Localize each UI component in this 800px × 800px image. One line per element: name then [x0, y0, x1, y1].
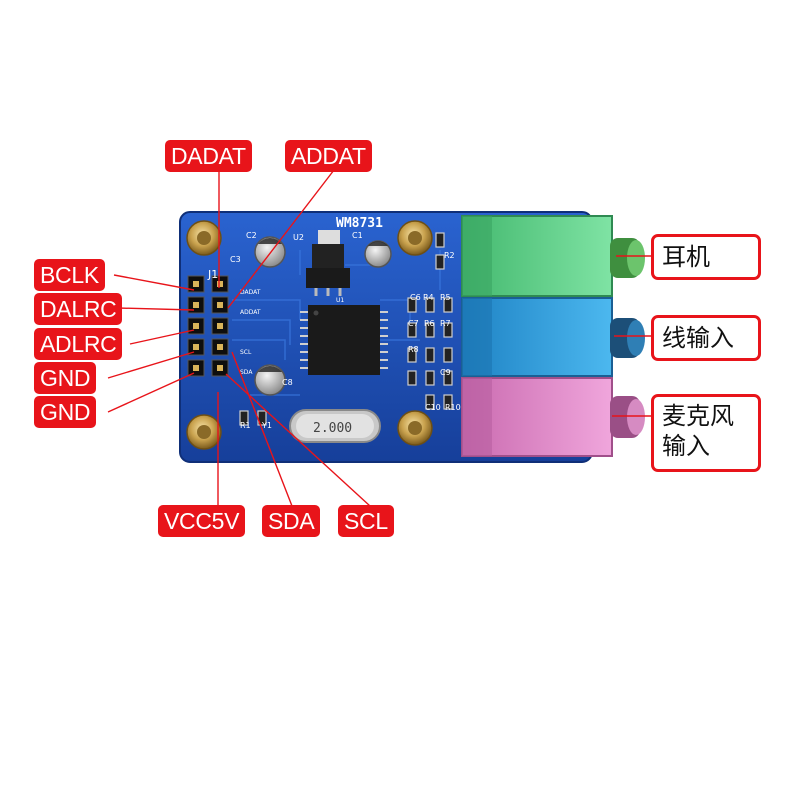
smd-part: [239, 410, 249, 426]
silk-label: R7: [440, 319, 451, 328]
label-bclk: BCLK: [34, 259, 105, 291]
headphone-jack: [461, 215, 645, 297]
header-pin-tip: [217, 323, 223, 329]
silk-label: R6: [424, 319, 435, 328]
silk-label: C2: [246, 231, 257, 240]
header-label: J1: [207, 268, 218, 281]
smd-part: [435, 232, 445, 248]
smd-part: [407, 297, 417, 313]
codec-chip: [300, 305, 388, 375]
label-adlrc: ADLRC: [34, 328, 123, 360]
mounting-standoffs: [186, 220, 433, 450]
label-dadat: DADAT: [165, 140, 252, 172]
smd-part: [407, 370, 417, 386]
silk-label: C7: [408, 319, 419, 328]
label-dalrc: DALRC: [34, 293, 123, 325]
label-addat: ADDAT: [285, 140, 372, 172]
label-line-in: 线输入: [651, 315, 761, 361]
pin-header: [187, 275, 229, 377]
chip-name-label: WM8731: [336, 216, 383, 231]
smd-part: [425, 370, 435, 386]
silk-label: C3: [230, 255, 241, 264]
header-pin-tip: [217, 365, 223, 371]
label-sda: SDA: [262, 505, 321, 537]
silk-label: C8: [282, 378, 293, 387]
silk-label: U2: [293, 233, 304, 242]
silk-label: R1: [240, 421, 251, 430]
header-pin-tip: [193, 365, 199, 371]
silk-label: C10: [425, 403, 441, 412]
smd-part: [443, 394, 453, 410]
silk-label: R10: [445, 403, 461, 412]
label-scl: SCL: [338, 505, 394, 537]
silk-label: U1: [336, 297, 344, 304]
label-mic-line-2: 输入: [662, 432, 710, 460]
label-mic-line-1: 麦克风: [662, 402, 734, 430]
silk-label: R5: [440, 293, 451, 302]
silk-label: Y1: [261, 421, 272, 430]
silk-label: C6: [410, 293, 421, 302]
silk-label: SCL: [240, 349, 252, 356]
smd-part: [407, 347, 417, 363]
mic-jack: [461, 377, 645, 457]
header-pin-tip: [217, 281, 223, 287]
label-mic: 麦克风 输入: [651, 394, 761, 472]
label-headphone: 耳机: [651, 234, 761, 280]
smd-part: [443, 347, 453, 363]
crystal-label: 2.000: [313, 421, 352, 436]
silk-label: R4: [423, 293, 434, 302]
silk-label: R8: [408, 345, 419, 354]
label-gnd-1: GND: [34, 362, 97, 394]
header-pin-tip: [193, 281, 199, 287]
label-vcc5v: VCC5V: [158, 505, 246, 537]
silk-label: DADAT: [240, 289, 261, 296]
header-pin-tip: [217, 344, 223, 350]
silk-label: C9: [440, 368, 451, 377]
voltage-regulator: [306, 230, 350, 296]
header-pin-tip: [193, 344, 199, 350]
smd-part: [425, 347, 435, 363]
smd-part: [443, 297, 453, 313]
line-in-jack: [461, 297, 645, 377]
smd-part: [425, 394, 435, 410]
header-pin-tip: [193, 323, 199, 329]
silk-label: R2: [444, 251, 455, 260]
smd-part: [443, 322, 453, 338]
leader-lines: [107, 169, 652, 507]
header-pin-tip: [193, 302, 199, 308]
smd-part: [425, 297, 435, 313]
smd-part: [435, 254, 445, 270]
smd-part: [407, 322, 417, 338]
silk-label: SDA: [240, 369, 253, 376]
silk-label: ADDAT: [240, 309, 261, 316]
smd-part: [443, 370, 453, 386]
crystal-oscillator: [289, 409, 381, 443]
label-gnd-2: GND: [34, 396, 97, 428]
smd-part: [425, 322, 435, 338]
silk-label: C1: [352, 231, 363, 240]
header-pin-tip: [217, 302, 223, 308]
